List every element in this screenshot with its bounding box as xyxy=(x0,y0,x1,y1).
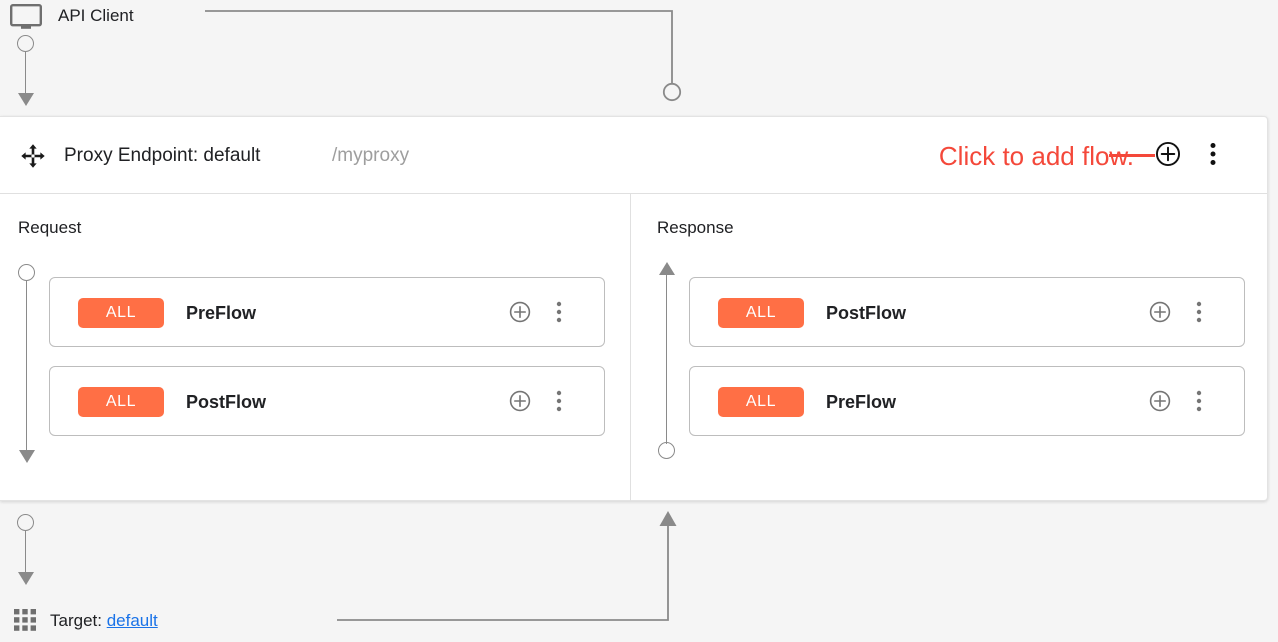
proxy-endpoint-card: Proxy Endpoint: default /myproxy Click t… xyxy=(0,116,1268,501)
hint-pointer-line xyxy=(1109,154,1155,157)
add-flow-hint: Click to add flow. xyxy=(938,141,1134,171)
flow-condition-badge: ALL xyxy=(78,387,164,417)
rail-arrow-down xyxy=(17,93,34,106)
rail-line xyxy=(24,51,27,95)
response-column-title: Response xyxy=(657,218,734,237)
flow-row-more-menu[interactable] xyxy=(1190,300,1208,324)
add-flow-button[interactable] xyxy=(1155,141,1181,167)
target-endpoint-link[interactable]: default xyxy=(106,611,158,630)
api-client-band: API Client xyxy=(0,0,1278,116)
rail-arrow-down xyxy=(18,450,35,463)
flow-name: PreFlow xyxy=(186,303,257,323)
api-client-label: API Client xyxy=(58,6,134,25)
flow-name: PreFlow xyxy=(826,392,897,412)
rail-line xyxy=(25,280,28,452)
proxy-endpoint-title: Proxy Endpoint: default xyxy=(64,145,261,166)
rail-arrow-up xyxy=(658,262,675,275)
flow-row[interactable]: ALL PostFlow xyxy=(689,277,1245,347)
target-label: Target: default xyxy=(50,609,158,633)
add-step-button[interactable] xyxy=(1148,300,1172,324)
add-step-button[interactable] xyxy=(508,300,532,324)
flow-row[interactable]: ALL PreFlow xyxy=(689,366,1245,436)
flow-condition-badge: ALL xyxy=(718,298,804,328)
rail-line xyxy=(665,274,668,444)
rail-origin-dot xyxy=(658,442,675,459)
flow-name: PostFlow xyxy=(186,392,266,412)
target-endpoint-band: Target: default xyxy=(0,501,1278,642)
add-step-button[interactable] xyxy=(508,389,532,413)
target-to-proxy-connector xyxy=(337,511,677,621)
add-step-button[interactable] xyxy=(1148,389,1172,413)
flow-row-more-menu[interactable] xyxy=(550,300,568,324)
client-to-proxy-connector xyxy=(205,10,682,102)
target-prefix: Target: xyxy=(50,611,107,630)
proxy-endpoint-more-menu[interactable] xyxy=(1203,141,1223,167)
request-column: Request ALL PreFlow xyxy=(0,194,631,501)
rail-arrow-down xyxy=(17,572,34,585)
flow-condition-badge: ALL xyxy=(78,298,164,328)
flow-condition-badge: ALL xyxy=(718,387,804,417)
flow-row[interactable]: ALL PostFlow xyxy=(49,366,605,436)
apps-grid-icon xyxy=(13,609,37,631)
monitor-icon xyxy=(10,4,42,30)
flow-row-more-menu[interactable] xyxy=(550,389,568,413)
rail-line xyxy=(24,530,27,574)
proxy-endpoint-path: /myproxy xyxy=(332,145,410,166)
flow-columns: Request ALL PreFlow xyxy=(0,194,1267,501)
flow-row[interactable]: ALL PreFlow xyxy=(49,277,605,347)
move-arrows-icon[interactable] xyxy=(20,143,46,169)
flow-name: PostFlow xyxy=(826,303,906,323)
rail-origin-dot xyxy=(18,264,35,281)
response-column: Response ALL PostFlow xyxy=(631,194,1267,501)
proxy-endpoint-header: Proxy Endpoint: default /myproxy Click t… xyxy=(0,117,1267,194)
request-column-title: Request xyxy=(18,218,82,237)
flow-row-more-menu[interactable] xyxy=(1190,389,1208,413)
